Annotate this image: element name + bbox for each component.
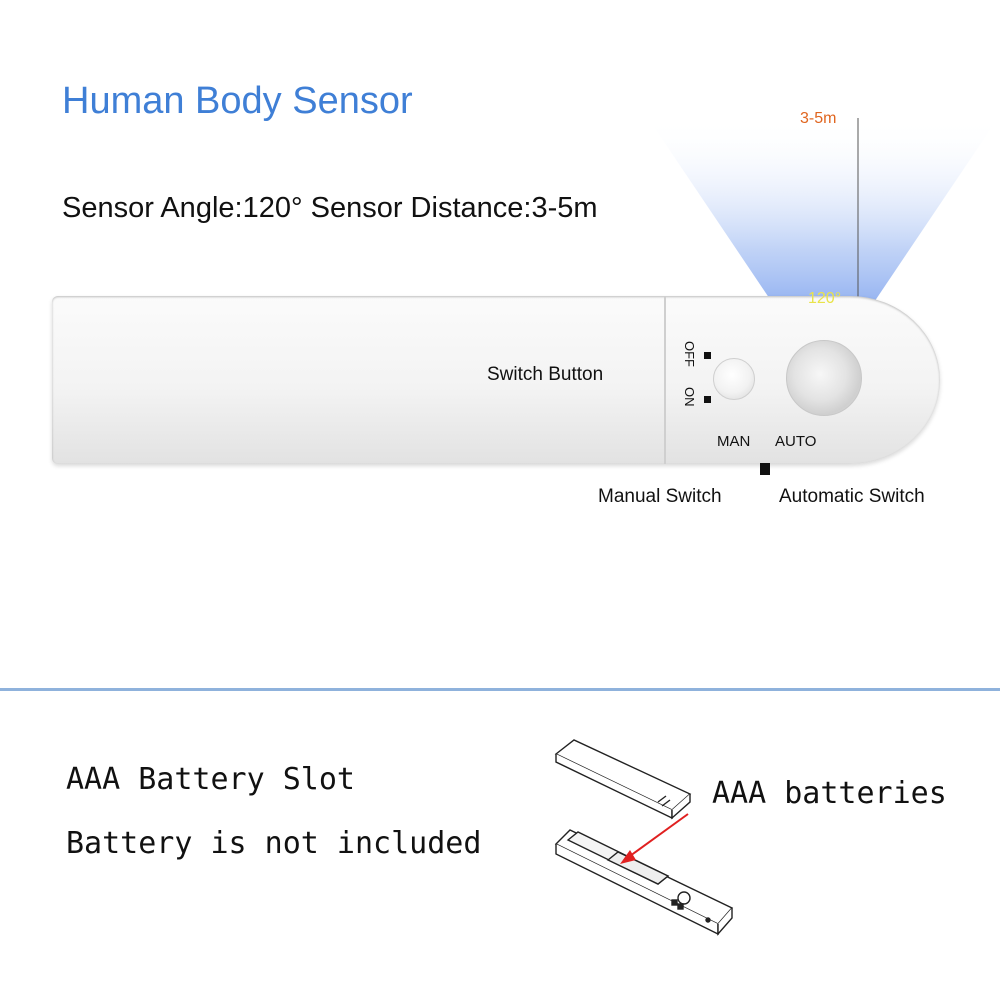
detection-cone-shape bbox=[648, 118, 998, 378]
battery-slot-illustration bbox=[554, 739, 734, 936]
battery-slot-label: AAA Battery Slot bbox=[66, 762, 355, 797]
page-title: Human Body Sensor bbox=[62, 80, 413, 122]
auto-label: AUTO bbox=[775, 433, 817, 450]
angle-label: 120° bbox=[808, 290, 842, 307]
mode-switch-marker-icon bbox=[760, 463, 770, 475]
switch-button[interactable] bbox=[713, 358, 755, 400]
on-label: ON bbox=[682, 387, 697, 407]
on-marker-icon bbox=[704, 396, 711, 403]
insert-arrow-icon bbox=[620, 813, 689, 864]
man-label: MAN bbox=[717, 433, 751, 450]
device-seam bbox=[664, 296, 666, 464]
manual-switch-label: Manual Switch bbox=[598, 486, 722, 507]
off-label: OFF bbox=[682, 341, 697, 367]
batteries-label: AAA batteries bbox=[712, 776, 947, 811]
off-marker-icon bbox=[704, 352, 711, 359]
sensor-specs: Sensor Angle:120° Sensor Distance:3-5m bbox=[62, 192, 598, 224]
section-divider bbox=[0, 688, 1000, 691]
automatic-switch-label: Automatic Switch bbox=[779, 486, 925, 507]
pir-sensor-lens bbox=[786, 340, 862, 416]
switch-button-label: Switch Button bbox=[487, 364, 604, 385]
battery-cover bbox=[554, 739, 692, 820]
battery-note-label: Battery is not included bbox=[66, 826, 482, 861]
distance-label: 3-5m bbox=[800, 110, 837, 127]
